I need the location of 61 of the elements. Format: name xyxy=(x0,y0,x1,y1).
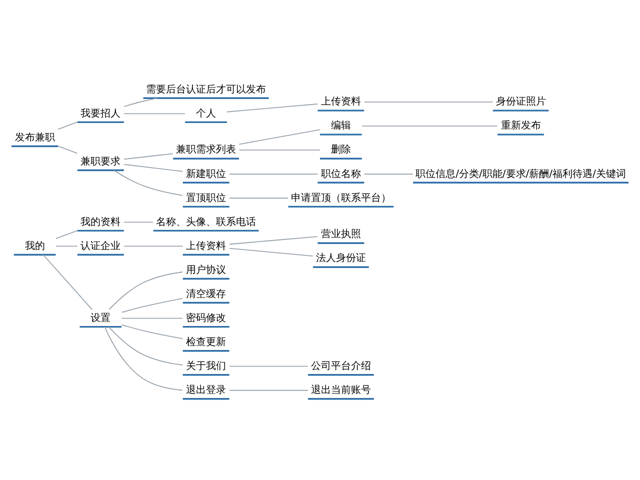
connector xyxy=(124,164,184,172)
node-text: 上传资料 xyxy=(186,240,226,252)
connector xyxy=(364,174,414,175)
connector xyxy=(121,318,183,319)
node-text: 个人 xyxy=(196,108,216,120)
connector xyxy=(124,246,184,247)
node-text: 关于我们 xyxy=(186,360,226,372)
connector xyxy=(124,222,154,223)
node-text: 我的 xyxy=(24,240,45,252)
node-text: 重新发布 xyxy=(500,120,541,132)
node-text: 清空缓存 xyxy=(186,288,226,300)
node-text: 新建职位 xyxy=(186,168,226,180)
node-text: 用户协议 xyxy=(186,264,226,276)
node-text: 营业执照 xyxy=(320,229,361,240)
node-text: 职位信息/分类/职能/要求/薪酬/福利待遇/关键词 xyxy=(416,168,626,180)
connector xyxy=(124,113,186,114)
node-text: 检查更新 xyxy=(186,336,226,348)
connector xyxy=(55,230,78,240)
node-text: 职位名称 xyxy=(320,168,361,180)
connector xyxy=(228,174,318,175)
connector xyxy=(58,122,78,130)
connector xyxy=(124,153,174,160)
connector xyxy=(238,150,320,151)
connector xyxy=(108,326,184,366)
node-text: 申请置顶（联系平台） xyxy=(290,192,391,204)
connector xyxy=(226,104,318,112)
connector xyxy=(58,146,78,154)
node-text: 我的资料 xyxy=(80,216,121,228)
connector xyxy=(55,246,78,247)
node-text: 置顶职位 xyxy=(186,192,226,204)
node-text: 法人身份证 xyxy=(316,253,366,264)
connector xyxy=(108,272,184,310)
node-text: 兼职要求 xyxy=(80,156,121,168)
connector xyxy=(362,126,498,127)
node-text: 名称、头像、联系电话 xyxy=(156,216,256,228)
connector xyxy=(228,248,314,257)
connector xyxy=(228,198,288,199)
node-text: 密码修改 xyxy=(186,312,226,324)
node-text: 身份证照片 xyxy=(496,96,546,108)
connector xyxy=(238,129,320,145)
node-text: 认证企业 xyxy=(80,240,121,252)
node-text: 兼职需求列表 xyxy=(176,144,236,156)
connector xyxy=(114,170,184,196)
node-text: 退出登录 xyxy=(186,385,226,396)
connector xyxy=(228,236,318,245)
connector xyxy=(42,254,93,310)
connector xyxy=(121,324,184,340)
node-text: 需要后台认证后才可以发布 xyxy=(146,84,266,96)
node-text: 我要招人 xyxy=(80,108,121,120)
node-text: 删除 xyxy=(330,144,351,156)
connector xyxy=(124,98,158,107)
connector xyxy=(104,326,183,391)
node-text: 发布兼职 xyxy=(14,132,55,144)
connector xyxy=(228,390,308,391)
connector xyxy=(228,366,308,367)
node-text: 退出当前账号 xyxy=(310,385,371,396)
connector xyxy=(121,298,183,313)
node-text: 编辑 xyxy=(330,120,351,132)
node-text: 上传资料 xyxy=(320,96,361,108)
node-text: 设置 xyxy=(90,312,111,324)
node-text: 公司平台介绍 xyxy=(310,360,371,372)
